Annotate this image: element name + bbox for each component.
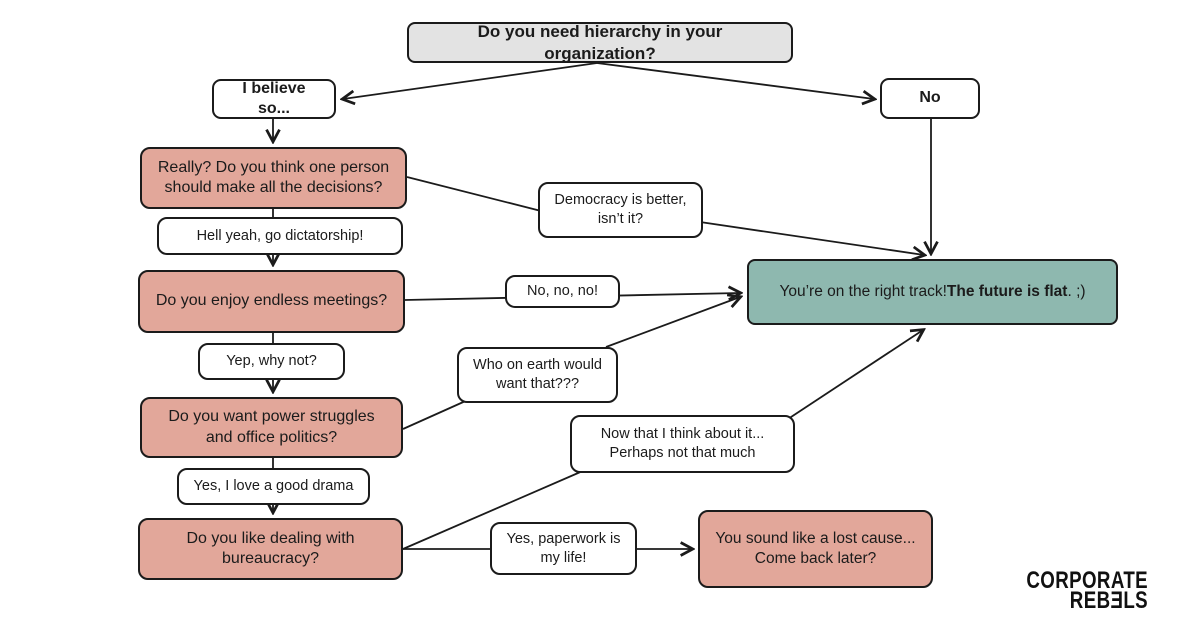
node-answer-no-no-no: No, no, no!	[505, 275, 620, 308]
node-outcome-lost-cause: You sound like a lost cause... Come back…	[698, 510, 933, 588]
node-question-bureaucracy: Do you like dealing with bureaucracy?	[138, 518, 403, 580]
result-text-part3: . ;)	[1067, 283, 1086, 301]
node-answer-paperwork-life: Yes, paperwork is my life!	[490, 522, 637, 575]
node-question-power-struggles: Do you want power struggles and office p…	[140, 397, 403, 458]
node-root-question: Do you need hierarchy in your organizati…	[407, 22, 793, 63]
result-text-bold: The future is flat	[946, 283, 1068, 301]
logo-line2: REBƎLS	[1069, 587, 1148, 615]
node-answer-who-on-earth: Who on earth would want that???	[457, 347, 618, 403]
node-answer-democracy-better: Democracy is better, isn’t it?	[538, 182, 703, 238]
node-question-one-person-decisions: Really? Do you think one person should m…	[140, 147, 407, 209]
node-answer-love-drama: Yes, I love a good drama	[177, 468, 370, 505]
corporate-rebels-logo: CORPORATE REBƎLS	[1026, 566, 1148, 615]
result-text-part1: You’re on the right track!	[779, 283, 947, 301]
node-answer-i-believe-so: I believe so...	[212, 79, 336, 119]
node-question-endless-meetings: Do you enjoy endless meetings?	[138, 270, 405, 333]
node-answer-perhaps-not: Now that I think about it... Perhaps not…	[570, 415, 795, 473]
node-answer-yep-why-not: Yep, why not?	[198, 343, 345, 380]
logo-line1: CORPORATE	[1026, 566, 1148, 594]
node-outcome-future-is-flat: You’re on the right track! The future is…	[747, 259, 1118, 325]
node-answer-go-dictatorship: Hell yeah, go dictatorship!	[157, 217, 403, 255]
node-answer-no: No	[880, 78, 980, 119]
